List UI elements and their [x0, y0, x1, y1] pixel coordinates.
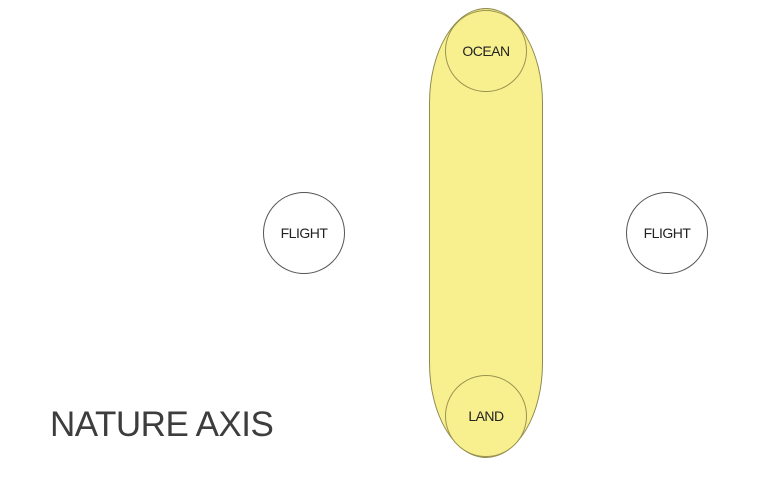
- land-node: LAND: [445, 375, 527, 457]
- ocean-node: OCEAN: [445, 10, 527, 92]
- land-label: LAND: [468, 408, 504, 424]
- flight-node-right: FLIGHT: [626, 192, 708, 274]
- flight-label-right: FLIGHT: [643, 225, 691, 241]
- flight-node-left: FLIGHT: [263, 192, 345, 274]
- diagram-title: NATURE AXIS: [50, 405, 274, 444]
- ocean-label: OCEAN: [462, 43, 510, 59]
- flight-label-left: FLIGHT: [280, 225, 328, 241]
